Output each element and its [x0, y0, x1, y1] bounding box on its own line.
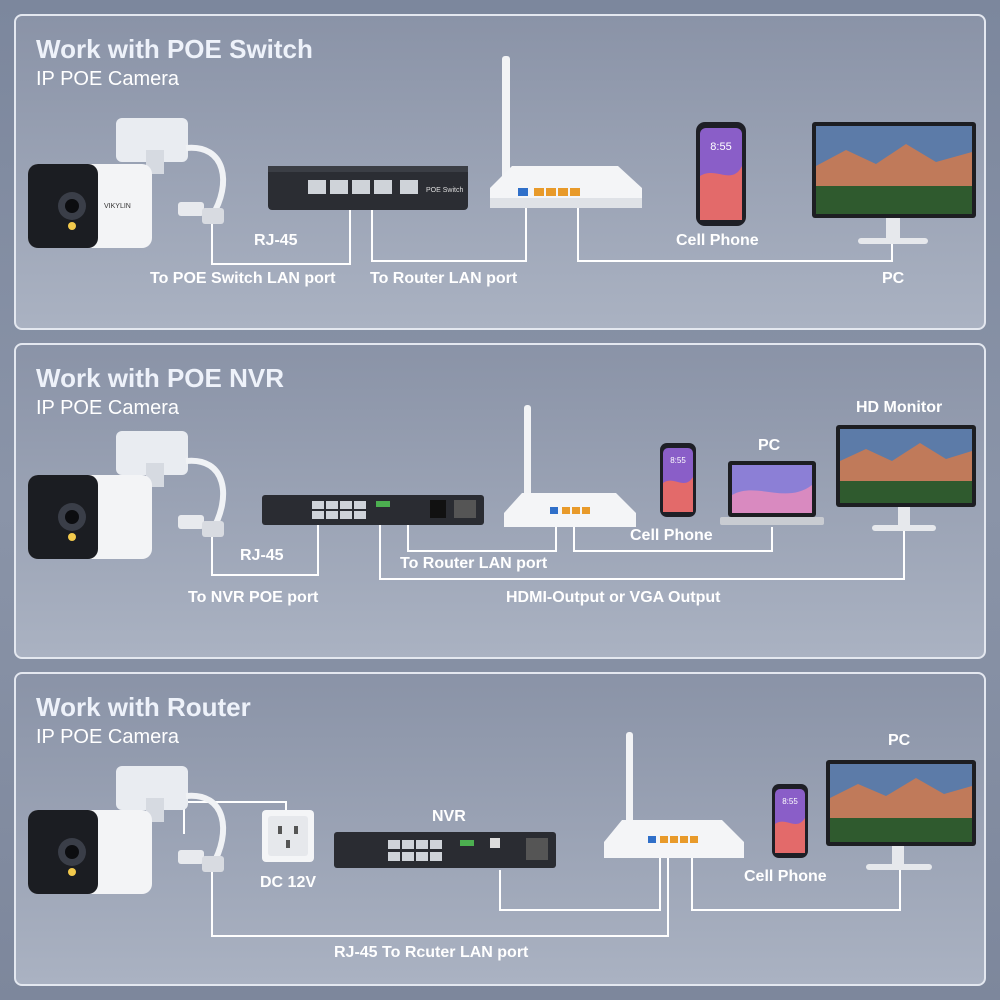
camera-icon: VIKYLIN [28, 118, 227, 248]
pc-label: PC [882, 270, 905, 287]
to-switch-label: To POE Switch LAN port [150, 270, 336, 287]
cell-phone-icon: 8:55 [772, 784, 808, 858]
poe-nvr-diagram: 8:55 [28, 405, 976, 580]
to-nvr-label: To NVR POE port [188, 589, 319, 606]
router-panel: Work with Router IP POE Camera [14, 672, 986, 986]
nvr-icon [262, 495, 484, 525]
cell-phone-label: Cell Phone [676, 232, 759, 249]
rj45-label: RJ-45 [240, 547, 284, 564]
phone-time: 8:55 [670, 456, 686, 465]
phone-time: 8:55 [782, 797, 798, 806]
laptop-icon [720, 461, 824, 525]
router-icon [604, 732, 744, 858]
hd-monitor-icon [836, 425, 976, 531]
cell-phone-label: Cell Phone [744, 868, 827, 885]
connection-lines [211, 513, 905, 580]
router-icon [490, 56, 642, 208]
phone-time: 8:55 [710, 141, 731, 153]
section-title: Work with POE NVR [36, 363, 284, 393]
cell-phone-label: Cell Phone [630, 527, 713, 544]
camera-icon [28, 431, 227, 559]
pc-monitor-icon [826, 760, 976, 870]
hd-monitor-label: HD Monitor [856, 399, 943, 416]
power-outlet-icon [262, 810, 314, 862]
poe-switch-panel: Work with POE Switch IP POE Camera VIKYL… [14, 14, 986, 330]
nvr-label: NVR [432, 808, 466, 825]
poe-nvr-panel: Work with POE NVR IP POE Camera [14, 343, 986, 659]
section-subtitle: IP POE Camera [36, 726, 180, 748]
connection-lines [211, 186, 893, 265]
hdmi-output-label: HDMI-Output or VGA Output [506, 589, 721, 606]
poe-switch-diagram: VIKYLIN POE Switch [28, 56, 976, 265]
rj45-router-label: RJ-45 To Rcuter LAN port [334, 944, 529, 961]
section-title: Work with Router [36, 692, 251, 722]
router-diagram: 8:55 [28, 732, 976, 937]
cell-phone-icon: 8:55 [660, 443, 696, 517]
rj45-label: RJ-45 [254, 232, 298, 249]
connection-lines [183, 801, 901, 937]
pc-monitor-icon [812, 122, 976, 244]
camera-brand: VIKYLIN [104, 203, 131, 210]
poe-switch-icon: POE Switch [268, 166, 468, 210]
camera-icon [28, 766, 227, 894]
to-router-label: To Router LAN port [370, 270, 518, 287]
dc-12v-label: DC 12V [260, 874, 317, 891]
section-subtitle: IP POE Camera [36, 68, 180, 90]
cell-phone-icon: 8:55 [696, 122, 746, 226]
to-router-label: To Router LAN port [400, 555, 548, 572]
section-title: Work with POE Switch [36, 34, 313, 64]
nvr-icon [334, 832, 556, 868]
pc-label: PC [758, 437, 781, 454]
section-subtitle: IP POE Camera [36, 397, 180, 419]
switch-brand: POE Switch [426, 187, 463, 194]
router-icon [504, 405, 636, 527]
pc-label: PC [888, 732, 911, 749]
